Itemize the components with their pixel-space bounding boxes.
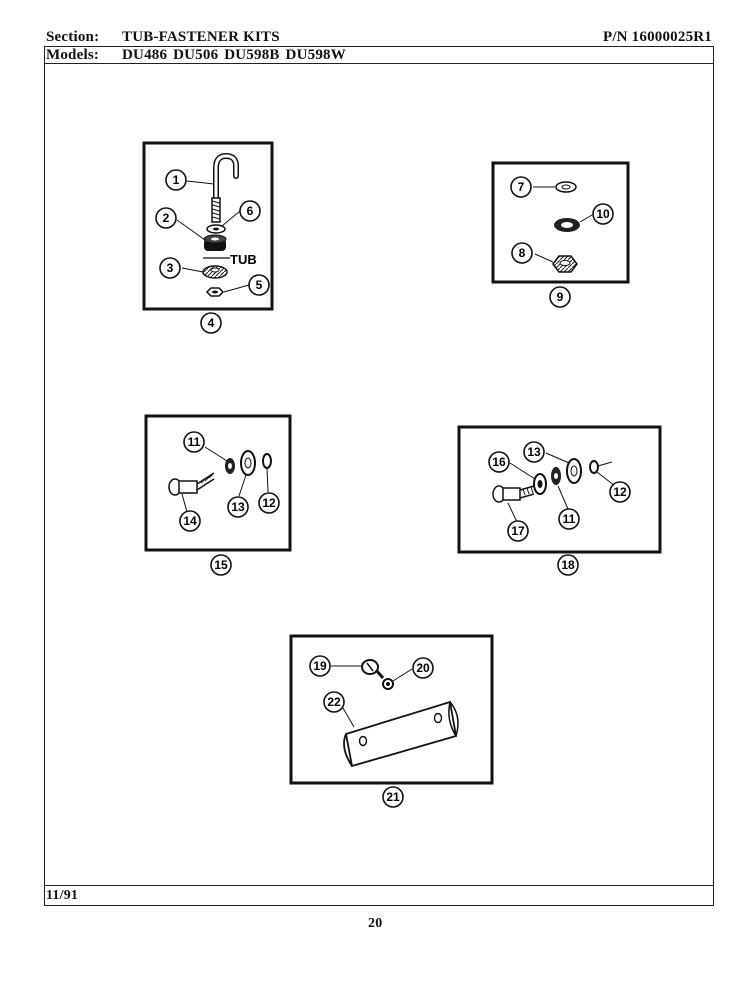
callout-number: 11 bbox=[563, 512, 576, 526]
callout-number: 22 bbox=[327, 695, 341, 709]
kit-number-circle bbox=[200, 312, 222, 334]
kit-number-label: 4 bbox=[208, 316, 215, 330]
callout-circle bbox=[412, 657, 434, 679]
page-number: 20 bbox=[368, 916, 383, 931]
kit-number-label: 21 bbox=[386, 790, 400, 804]
callout-number: 3 bbox=[167, 261, 174, 275]
kit-21-diagram bbox=[289, 634, 494, 785]
footer-rule bbox=[44, 885, 714, 886]
kit-number-circle bbox=[382, 786, 404, 808]
kit-15-box bbox=[144, 414, 292, 552]
kit-number-circle bbox=[210, 554, 232, 576]
callout-number: 12 bbox=[613, 485, 627, 499]
callout-circle bbox=[523, 441, 545, 463]
kit-number-label: 9 bbox=[557, 290, 564, 304]
models-list: DU486 DU506 DU598B DU598W bbox=[122, 47, 346, 63]
callout-number: 16 bbox=[492, 455, 506, 469]
kit-9-diagram bbox=[491, 161, 630, 284]
kit-18-diagram bbox=[457, 425, 662, 554]
diagram-frame bbox=[44, 46, 714, 906]
callout-circle bbox=[511, 242, 533, 264]
kit-number-label: 15 bbox=[214, 558, 228, 572]
callout-circle bbox=[183, 431, 205, 453]
kit-18-box bbox=[457, 425, 662, 554]
callout-circle bbox=[507, 520, 529, 542]
kit-9-box bbox=[491, 161, 630, 284]
callout-number: 19 bbox=[313, 659, 327, 673]
callout-number: 8 bbox=[519, 246, 526, 260]
section-title: TUB-FASTENER KITS bbox=[122, 29, 280, 45]
callout-number: 13 bbox=[527, 445, 541, 459]
callout-circle bbox=[159, 257, 181, 279]
callout-number: 5 bbox=[256, 278, 263, 292]
kit-4-box bbox=[142, 141, 274, 311]
hook-bolt-icon bbox=[213, 152, 239, 203]
callout-number: 17 bbox=[511, 524, 525, 538]
kit-number-circle bbox=[557, 554, 579, 576]
callout-circle bbox=[227, 496, 249, 518]
callout-circle bbox=[155, 207, 177, 229]
callout-number: 20 bbox=[416, 661, 430, 675]
callout-circle bbox=[179, 510, 201, 532]
callout-number: 2 bbox=[163, 211, 170, 225]
callout-circle bbox=[510, 176, 532, 198]
callout-circle bbox=[323, 691, 345, 713]
callout-number: 10 bbox=[596, 207, 610, 221]
revision-date: 11/91 bbox=[46, 888, 79, 903]
callout-number: 13 bbox=[231, 500, 245, 514]
kit-15-diagram bbox=[144, 414, 292, 552]
callout-circle bbox=[558, 508, 580, 530]
callout-circle bbox=[609, 481, 631, 503]
callout-circle bbox=[239, 200, 261, 222]
models-rule bbox=[44, 63, 714, 64]
callout-circle bbox=[258, 492, 280, 514]
part-number: P/N 16000025R1 bbox=[602, 29, 712, 45]
models-label: Models: bbox=[46, 47, 100, 63]
callout-number: 12 bbox=[262, 496, 276, 510]
tub-label: TUB bbox=[230, 252, 257, 267]
kit-4-diagram: TUB bbox=[142, 141, 274, 311]
callout-number: 7 bbox=[518, 180, 525, 194]
callout-circle bbox=[309, 655, 331, 677]
kit-21-box bbox=[289, 634, 494, 785]
callout-circle bbox=[248, 274, 270, 296]
kit-number-label: 18 bbox=[561, 558, 575, 572]
section-label: Section: bbox=[46, 29, 100, 45]
callout-circle bbox=[165, 169, 187, 191]
callout-circle bbox=[488, 451, 510, 473]
kit-number-circle bbox=[549, 286, 571, 308]
callout-number: 14 bbox=[183, 514, 197, 528]
callout-number: 11 bbox=[188, 435, 201, 449]
callout-number: 1 bbox=[173, 173, 180, 187]
callout-number: 6 bbox=[247, 204, 254, 218]
callout-circle bbox=[592, 203, 614, 225]
